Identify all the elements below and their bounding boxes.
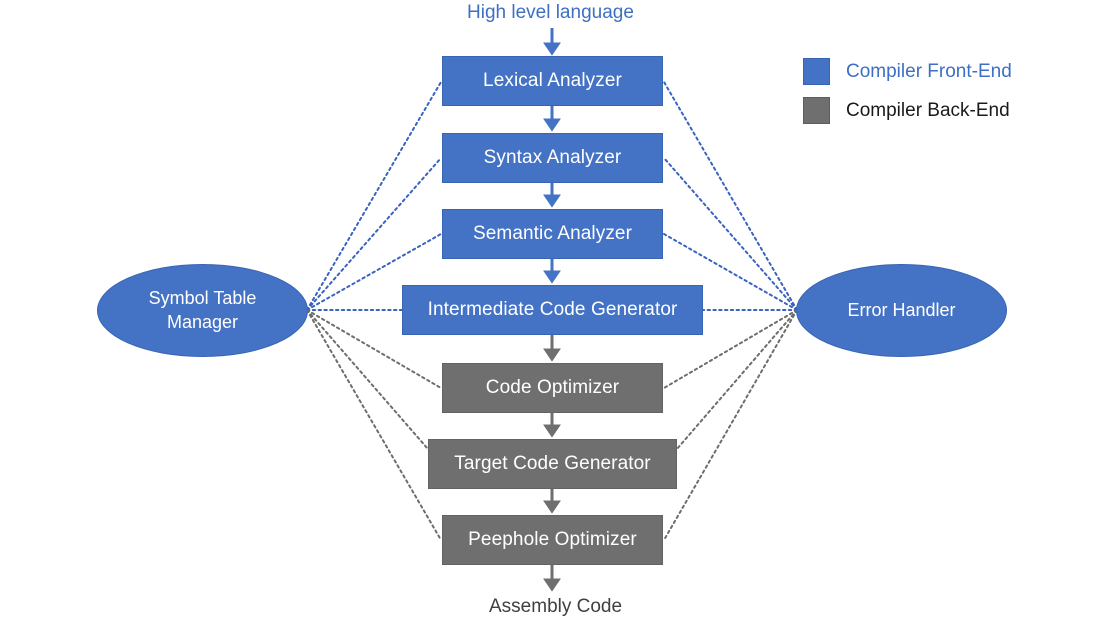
output-label: Assembly Code [489,596,623,617]
phase-box-target-code-generator[interactable]: Target Code Generator [428,439,677,489]
error-handler-node[interactable]: Error Handler [796,264,1007,357]
input-label: High level language [467,2,634,23]
symbol-table-blue-links [306,81,442,311]
error-handler-blue-links [663,81,798,311]
legend-item-front-end: Compiler Front-End [803,58,1063,85]
phase-box-code-optimizer[interactable]: Code Optimizer [442,363,663,413]
legend-swatch-front-end-icon [803,58,830,85]
phase-box-semantic-analyzer[interactable]: Semantic Analyzer [442,209,663,259]
phase-box-intermediate-code-generator[interactable]: Intermediate Code Generator [402,285,703,335]
error-handler-gray-links [663,309,798,541]
symbol-table-manager-line2: Manager [166,311,239,332]
error-handler-label: Error Handler [847,299,956,320]
phase-box-peephole-optimizer[interactable]: Peephole Optimizer [442,515,663,565]
legend-swatch-back-end-icon [803,97,830,124]
legend-label-front-end: Compiler Front-End [846,60,1012,82]
phase-box-lexical-analyzer[interactable]: Lexical Analyzer [442,56,663,106]
symbol-table-gray-links [306,309,442,541]
legend: Compiler Front-End Compiler Back-End [803,58,1063,136]
legend-item-back-end: Compiler Back-End [803,97,1063,124]
legend-label-back-end: Compiler Back-End [846,99,1010,121]
symbol-table-manager-line1: Symbol Table [148,288,257,309]
phase-box-syntax-analyzer[interactable]: Syntax Analyzer [442,133,663,183]
